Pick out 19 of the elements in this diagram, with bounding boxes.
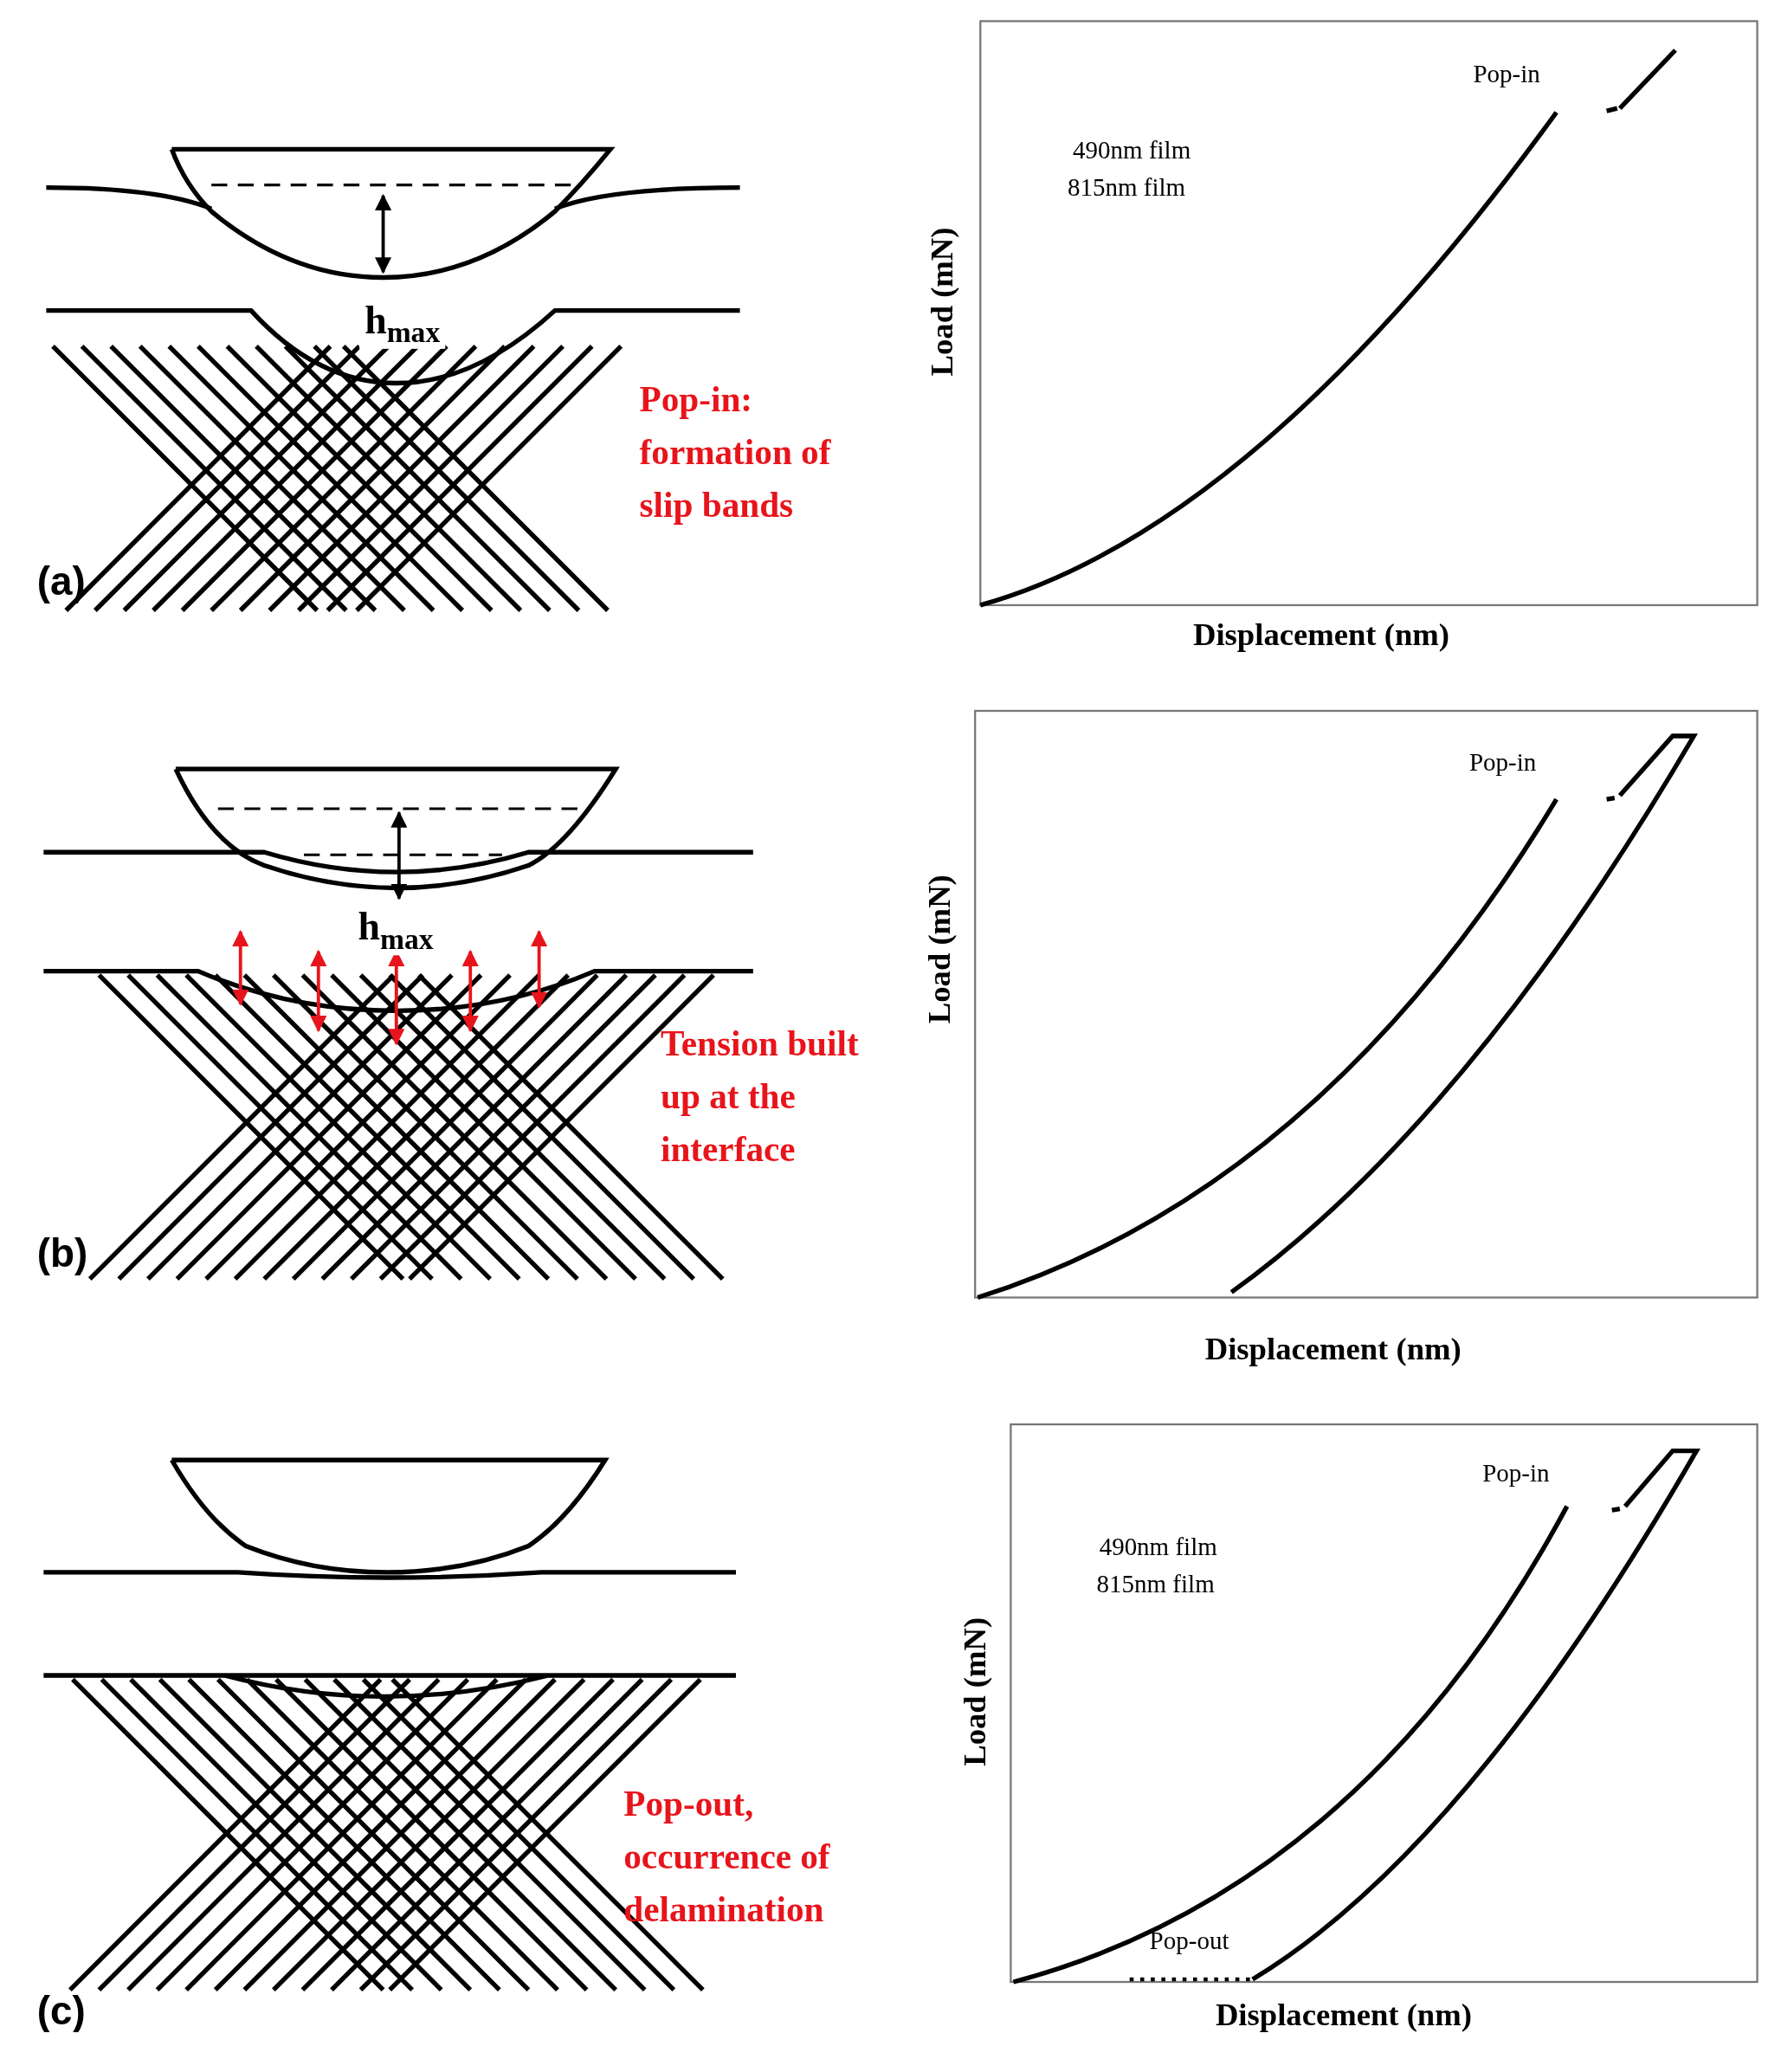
axis-title: Load (mN) <box>958 1617 994 1766</box>
curve-annotation: Pop-in <box>1473 59 1540 88</box>
panel-label: (b) <box>36 1231 88 1277</box>
axis-title: Displacement (nm) <box>1215 1998 1472 2034</box>
annotation-text: Pop-in: formation of slip bands <box>639 378 832 526</box>
annotation-text: Tension built up at the interface <box>661 1023 860 1172</box>
annotation-text: Pop-out, occurrence of delamination <box>623 1783 831 1931</box>
curve-annotation: Pop-in <box>1468 747 1537 778</box>
axis-title: Load (mN) <box>925 227 960 377</box>
series-label: 815nm film <box>1068 172 1186 203</box>
axis-title: Displacement (nm) <box>1204 1332 1462 1368</box>
axis-title: Displacement (nm) <box>1193 616 1449 654</box>
curve-annotation: Pop-in <box>1482 1458 1550 1488</box>
series-label: 490nm film <box>1073 136 1191 165</box>
curve-annotation: Pop-out <box>1149 1926 1229 1956</box>
axis-title: Load (mN) <box>922 875 958 1024</box>
panel-label: (c) <box>36 1988 86 2034</box>
series-label: 490nm film <box>1099 1533 1217 1562</box>
series-label: 815nm film <box>1096 1569 1215 1599</box>
